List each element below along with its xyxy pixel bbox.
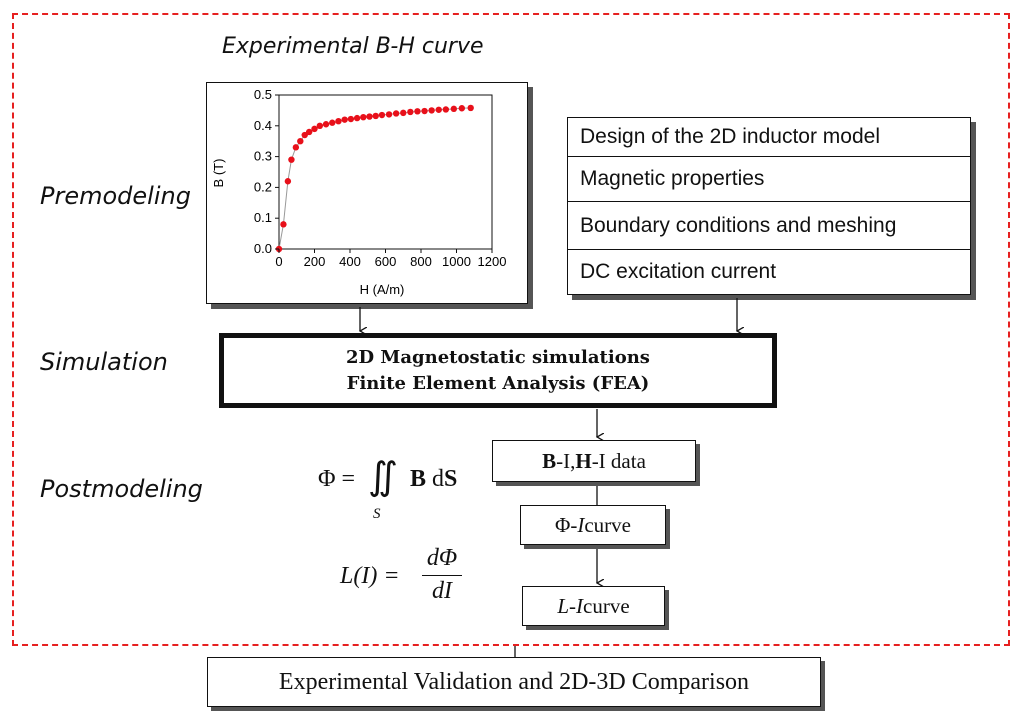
step-magnetic-properties: Magnetic properties xyxy=(568,157,970,202)
x-tick-label: 1000 xyxy=(442,254,471,269)
data-point xyxy=(297,138,304,145)
step-boundary-conditions: Boundary conditions and meshing xyxy=(568,202,970,250)
phase-label-postmodeling: Postmodeling xyxy=(40,475,203,503)
data-point xyxy=(280,221,287,228)
data-point xyxy=(366,113,373,120)
flux-formula: Φ = ∬ S B dS xyxy=(318,456,458,522)
data-point xyxy=(347,115,355,123)
x-axis-label: H (A/m) xyxy=(360,282,405,297)
data-point xyxy=(458,105,466,112)
data-point xyxy=(335,117,342,125)
data-point xyxy=(329,119,336,126)
data-point xyxy=(428,107,435,114)
phi-curve-box: Φ-I curve xyxy=(520,505,666,545)
y-tick-label: 0.4 xyxy=(254,118,272,133)
data-point xyxy=(353,114,361,122)
bh-curve-title: Experimental B-H curve xyxy=(222,34,484,59)
simulation-line-1: 2D Magnetostatic simulations xyxy=(346,346,650,368)
data-point xyxy=(378,111,386,119)
simulation-box: 2D Magnetostatic simulations Finite Elem… xyxy=(219,333,777,408)
inductance-formula: L(I) = dΦ dI xyxy=(340,545,480,605)
data-point xyxy=(322,121,330,128)
step-design-2d-model: Design of the 2D inductor model xyxy=(568,118,970,157)
data-point xyxy=(435,106,442,113)
x-tick-label: 1200 xyxy=(478,254,507,269)
y-tick-label: 0.5 xyxy=(254,87,272,102)
y-axis-label: B (T) xyxy=(211,159,226,188)
data-point xyxy=(288,156,295,163)
l-curve-box: L-I curve xyxy=(522,586,665,626)
y-tick-label: 0.1 xyxy=(254,210,272,225)
validation-box: Experimental Validation and 2D-3D Compar… xyxy=(207,657,821,707)
bh-curve-plot-box: 0 200 400 600 800 1000 1200 0.0 0.1 0.2 0.3 0.4 0.5… xyxy=(206,82,528,304)
fraction-bar xyxy=(422,575,462,577)
x-tick-label: 0 xyxy=(275,254,282,269)
x-tick-label: 800 xyxy=(410,254,432,269)
data-point xyxy=(400,109,407,117)
double-integral-sign: ∬ xyxy=(368,456,398,498)
premodeling-steps-box: Design of the 2D inductor model Magnetic… xyxy=(567,117,971,295)
phase-label-premodeling: Premodeling xyxy=(40,182,191,210)
data-point xyxy=(450,105,458,113)
data-point xyxy=(301,131,308,139)
data-point xyxy=(292,144,300,151)
data-point xyxy=(360,113,367,121)
y-tick-label: 0.0 xyxy=(254,241,272,256)
data-point xyxy=(407,108,414,116)
x-tick-label: 600 xyxy=(375,254,397,269)
data-point xyxy=(385,111,393,118)
x-tick-label: 200 xyxy=(304,254,326,269)
data-point xyxy=(341,116,348,123)
simulation-line-2: Finite Element Analysis (FEA) xyxy=(346,372,650,394)
data-point xyxy=(392,110,400,117)
bh-data-box: B-I, H-I data xyxy=(492,440,696,482)
dashed-frame xyxy=(12,13,1010,646)
data-point xyxy=(442,106,450,113)
x-tick-label: 400 xyxy=(339,254,361,269)
data-point xyxy=(316,122,324,129)
data-point xyxy=(421,107,428,115)
data-point xyxy=(305,128,313,136)
bh-curve-chart: 0 200 400 600 800 1000 1200 0.0 0.1 0.2 0.3 0.4 0.5… xyxy=(211,87,507,297)
phase-label-simulation: Simulation xyxy=(40,348,168,376)
y-tick-label: 0.2 xyxy=(254,179,272,194)
data-point xyxy=(414,108,421,115)
step-dc-excitation: DC excitation current xyxy=(580,260,777,283)
y-tick-label: 0.3 xyxy=(254,149,272,164)
data-point xyxy=(372,112,379,120)
data-point xyxy=(284,178,292,185)
data-point xyxy=(467,104,474,112)
data-point xyxy=(311,125,318,133)
